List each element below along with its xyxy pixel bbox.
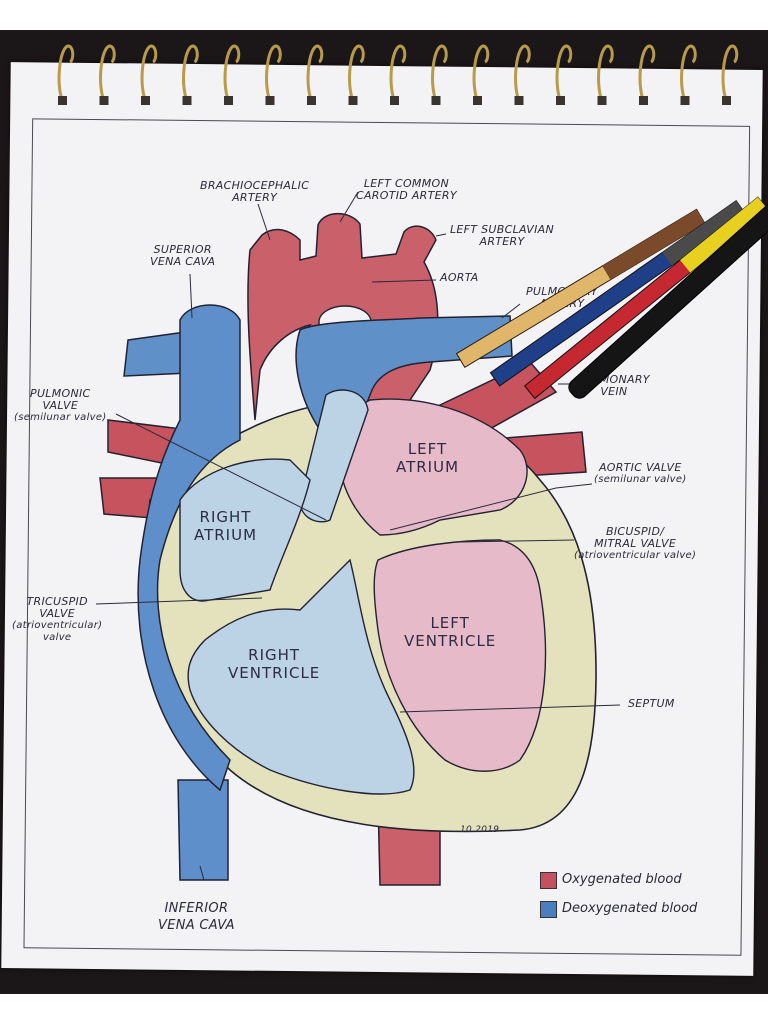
septum-label: SEPTUM <box>628 697 675 710</box>
spiral-hole <box>58 96 67 105</box>
spiral-ring <box>306 44 324 101</box>
legend-swatch-deoxygenated <box>540 901 557 918</box>
spiral-ring <box>472 44 490 101</box>
spiral-hole <box>722 96 731 105</box>
signature: 10.2019 <box>460 825 500 835</box>
spiral-ring <box>514 44 531 101</box>
bicuspid-valve-label: BICUSPID/MITRAL VALVE(atrioventricular v… <box>574 525 697 562</box>
black-pen <box>568 188 768 399</box>
spiral-hole <box>265 96 275 105</box>
left-ventricle-chamber <box>373 539 547 772</box>
spiral-ring <box>431 44 448 101</box>
spiral-hole <box>556 96 565 105</box>
legend-label-deoxygenated: Deoxygenated blood <box>562 901 698 916</box>
spiral-ring <box>265 44 282 101</box>
spiral-hole <box>597 96 607 105</box>
spiral-hole <box>431 96 441 105</box>
spiral-hole <box>680 96 690 105</box>
spiral-ring <box>555 44 573 101</box>
spiral-hole <box>307 96 316 105</box>
aortic-valve-label: AORTIC VALVE(semilunar valve) <box>594 461 687 486</box>
spiral-ring <box>57 44 75 101</box>
right-ventricle-chamber <box>187 558 415 795</box>
spiral-ring <box>99 44 116 101</box>
spiral-hole <box>224 96 233 105</box>
spiral-ring <box>140 44 158 101</box>
spiral-hole <box>99 96 109 105</box>
legend-swatch-oxygenated <box>540 872 557 889</box>
pulmonary-outflow-shape <box>299 389 369 523</box>
spiral-hole <box>182 96 192 105</box>
spiral-binding <box>57 44 739 105</box>
spiral-ring <box>597 44 614 101</box>
spiral-ring <box>348 44 365 101</box>
spiral-ring <box>680 44 697 101</box>
legend-label-oxygenated: Oxygenated blood <box>562 872 682 887</box>
spiral-ring <box>721 44 739 101</box>
spiral-hole <box>514 96 524 105</box>
spiral-hole <box>639 96 648 105</box>
spiral-ring <box>223 44 241 101</box>
spiral-ring <box>638 44 656 101</box>
superior-vena-cava-shape <box>137 304 241 792</box>
spiral-hole <box>141 96 150 105</box>
spiral-ring <box>389 44 407 101</box>
spiral-hole <box>473 96 482 105</box>
aorta-label: AORTA <box>440 271 479 284</box>
spiral-ring <box>182 44 199 101</box>
spiral-hole <box>348 96 358 105</box>
spiral-hole <box>390 96 399 105</box>
